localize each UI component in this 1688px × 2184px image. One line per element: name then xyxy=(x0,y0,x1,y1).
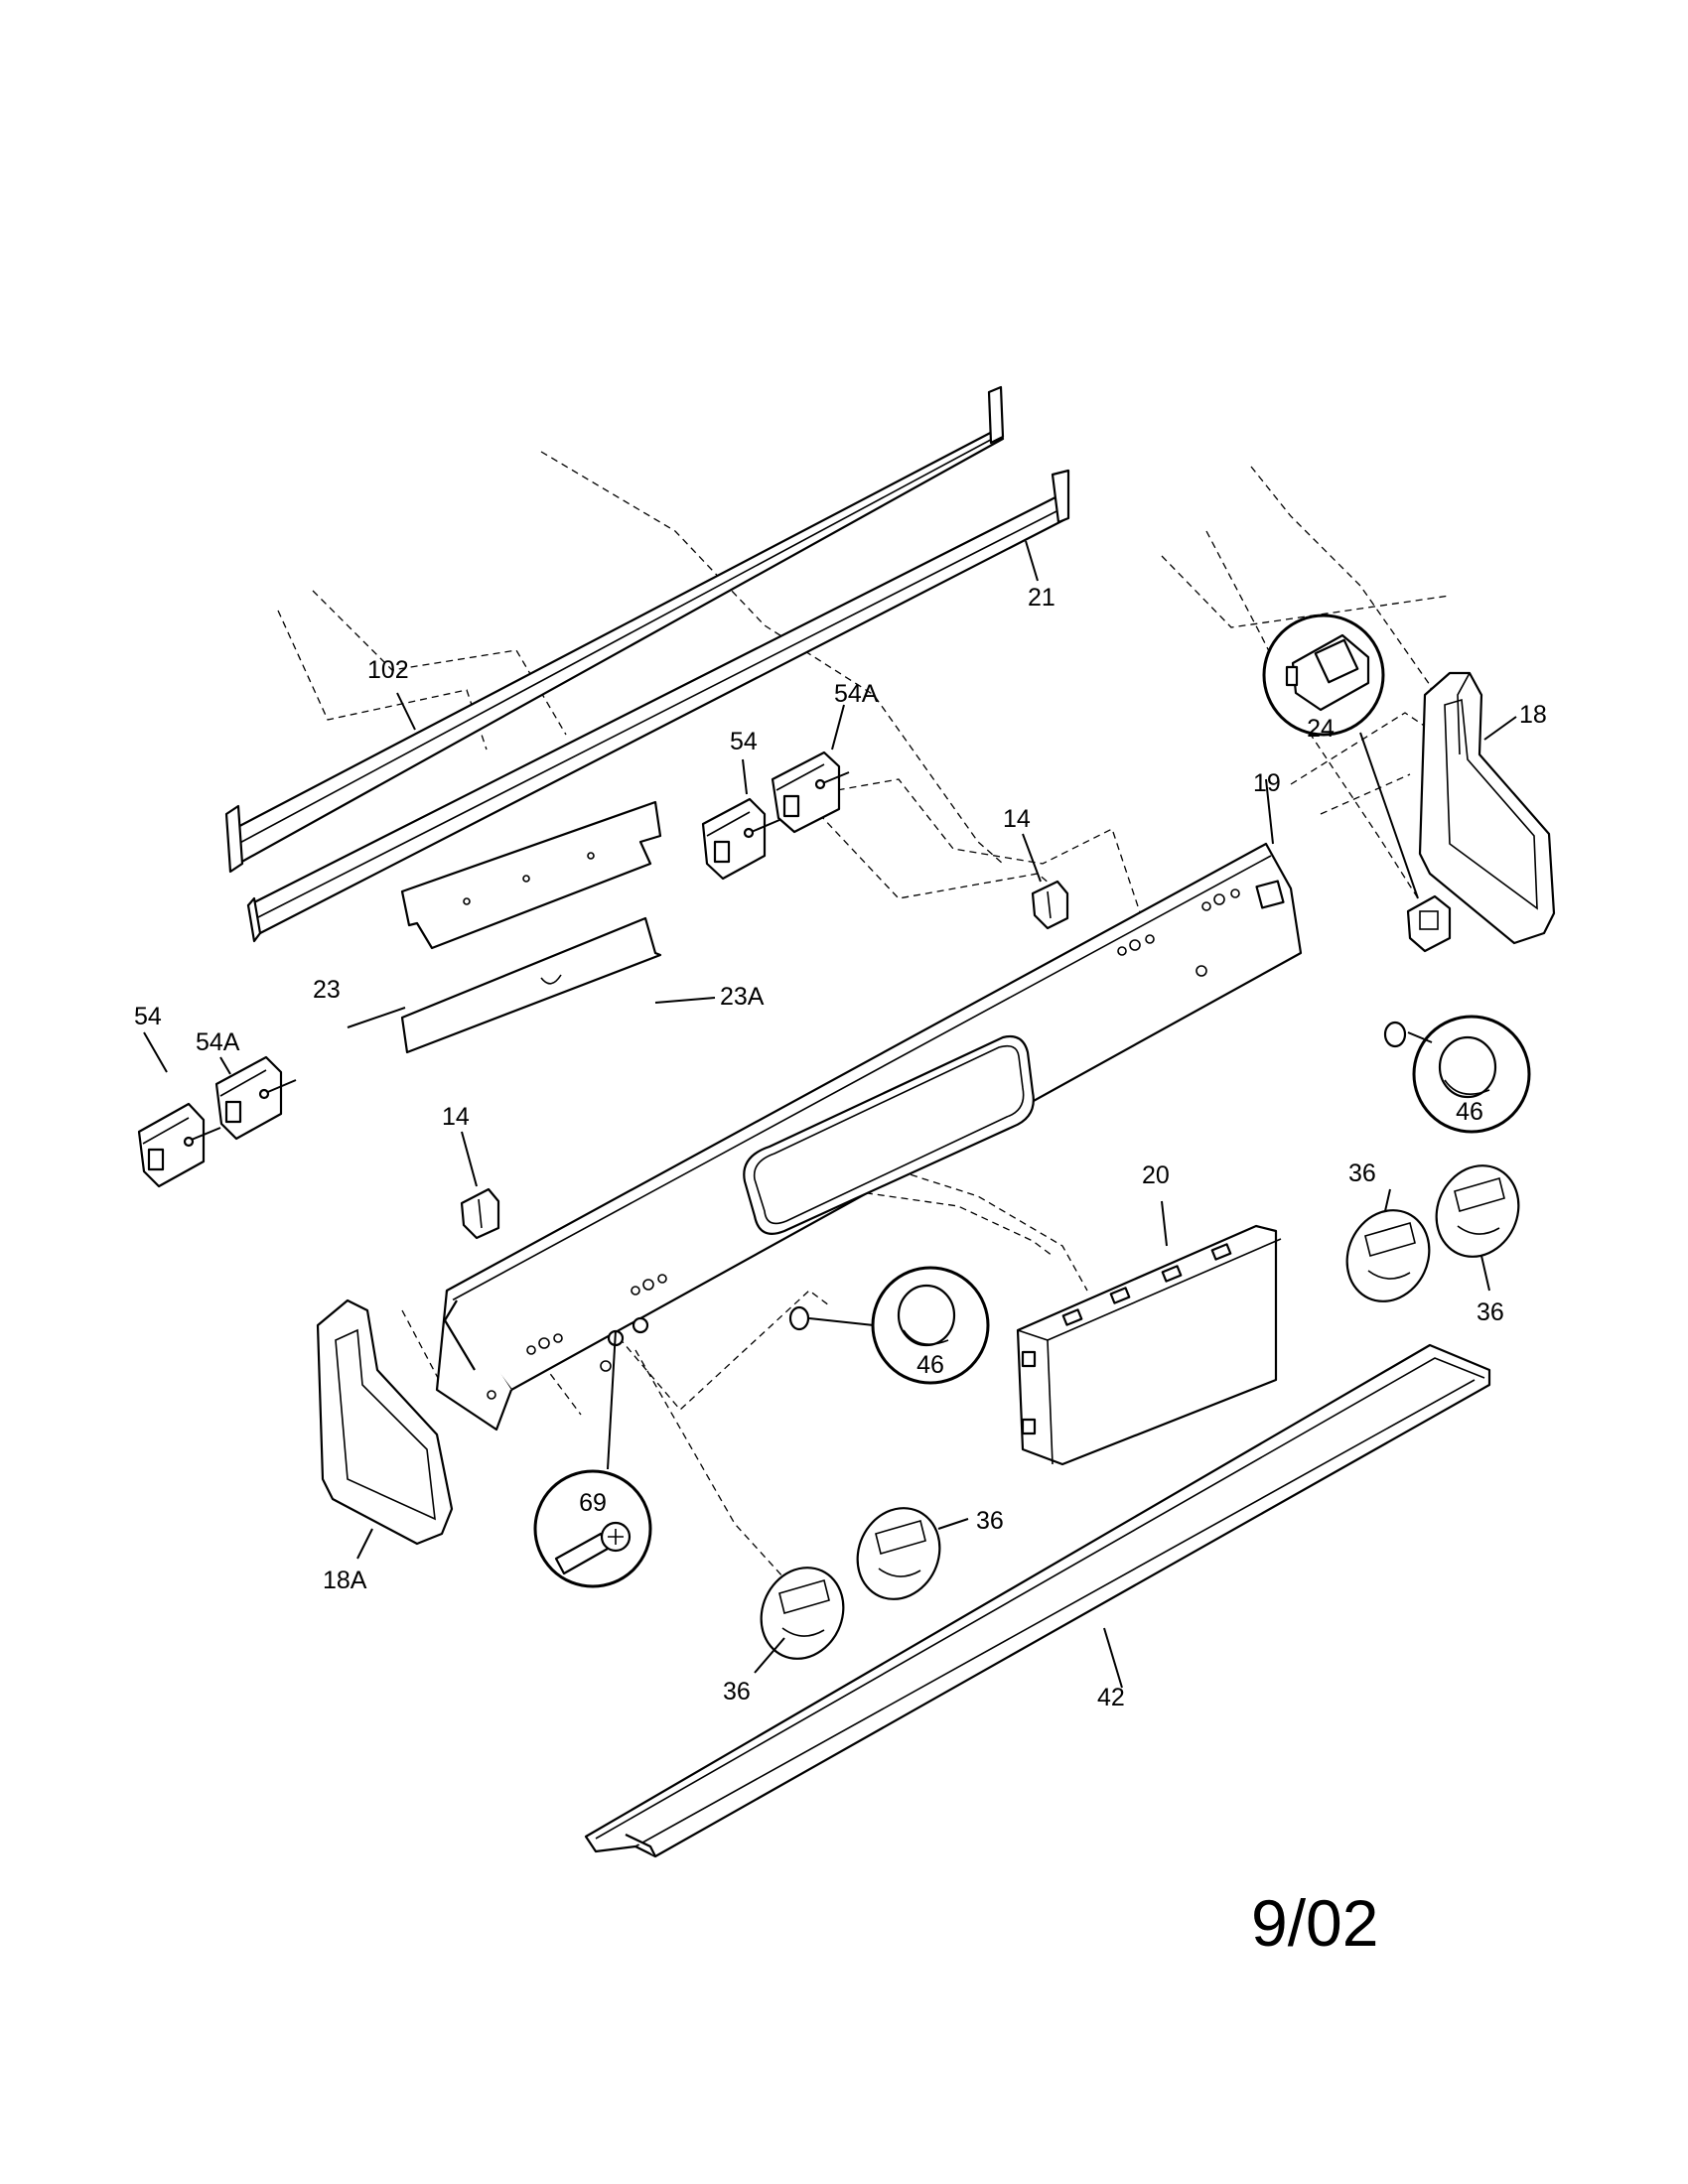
callout-46-mid: 46 xyxy=(916,1351,944,1379)
part-102-rail xyxy=(224,385,1005,874)
part-23A-bracket xyxy=(400,916,662,1054)
part-19-control-panel xyxy=(435,842,1303,1432)
part-21-channel xyxy=(246,469,1070,943)
callout-20: 20 xyxy=(1142,1161,1170,1189)
callout-54A-left: 54A xyxy=(196,1028,240,1056)
part-36-knob-b xyxy=(1435,1164,1520,1258)
callout-54-top: 54 xyxy=(730,728,758,755)
part-14-clip-left xyxy=(460,1187,500,1240)
part-54A-switch-top xyxy=(771,751,850,834)
callout-19: 19 xyxy=(1253,769,1281,797)
part-46-plug-right xyxy=(1383,1021,1407,1048)
callout-labels: 102 21 24 18 19 54 54A 14 23 23A 54A 54 … xyxy=(134,584,1547,1711)
detail-circle-46-right xyxy=(1412,1015,1531,1134)
callout-54A-top: 54A xyxy=(834,680,879,708)
part-36-knob-a xyxy=(1345,1209,1431,1302)
leader-lines xyxy=(143,540,1517,1689)
part-20-timer-module xyxy=(1016,1224,1282,1466)
callout-21: 21 xyxy=(1028,584,1055,612)
part-54A-switch-left xyxy=(214,1055,297,1141)
part-54-switch-left xyxy=(137,1102,221,1188)
callout-54-left: 54 xyxy=(134,1003,162,1030)
callout-69: 69 xyxy=(579,1489,607,1517)
revision-date: 9/02 xyxy=(1251,1886,1378,1960)
callout-24: 24 xyxy=(1307,715,1335,743)
part-36-knob-d xyxy=(760,1567,845,1660)
callout-42: 42 xyxy=(1097,1684,1125,1711)
part-36-knob-c xyxy=(856,1507,941,1600)
callout-23: 23 xyxy=(313,976,341,1004)
callout-14-top: 14 xyxy=(1003,805,1031,833)
part-18-end-cap xyxy=(1418,671,1556,945)
callout-18: 18 xyxy=(1519,701,1547,729)
part-23-bracket xyxy=(400,800,662,950)
part-54-switch-top xyxy=(701,797,780,881)
callout-18A: 18A xyxy=(323,1567,367,1594)
part-18A-end-cap xyxy=(316,1298,454,1546)
part-24-rocker-installed xyxy=(1406,894,1452,953)
detail-circle-69 xyxy=(533,1469,652,1588)
callout-36-b: 36 xyxy=(1477,1298,1504,1326)
callout-23A: 23A xyxy=(720,983,765,1011)
callout-36-a: 36 xyxy=(1348,1160,1376,1187)
part-42-bottom-trim xyxy=(584,1343,1491,1858)
callout-46-right: 46 xyxy=(1456,1098,1483,1126)
part-46-plug-mid xyxy=(788,1305,810,1331)
callout-36-c: 36 xyxy=(976,1507,1004,1535)
callout-102: 102 xyxy=(367,656,409,684)
detail-circle-46-mid xyxy=(871,1266,990,1385)
callout-14-left: 14 xyxy=(442,1103,470,1131)
callout-36-d: 36 xyxy=(723,1678,751,1706)
detail-circle-24 xyxy=(1262,614,1385,737)
part-14-clip-top xyxy=(1031,880,1069,930)
